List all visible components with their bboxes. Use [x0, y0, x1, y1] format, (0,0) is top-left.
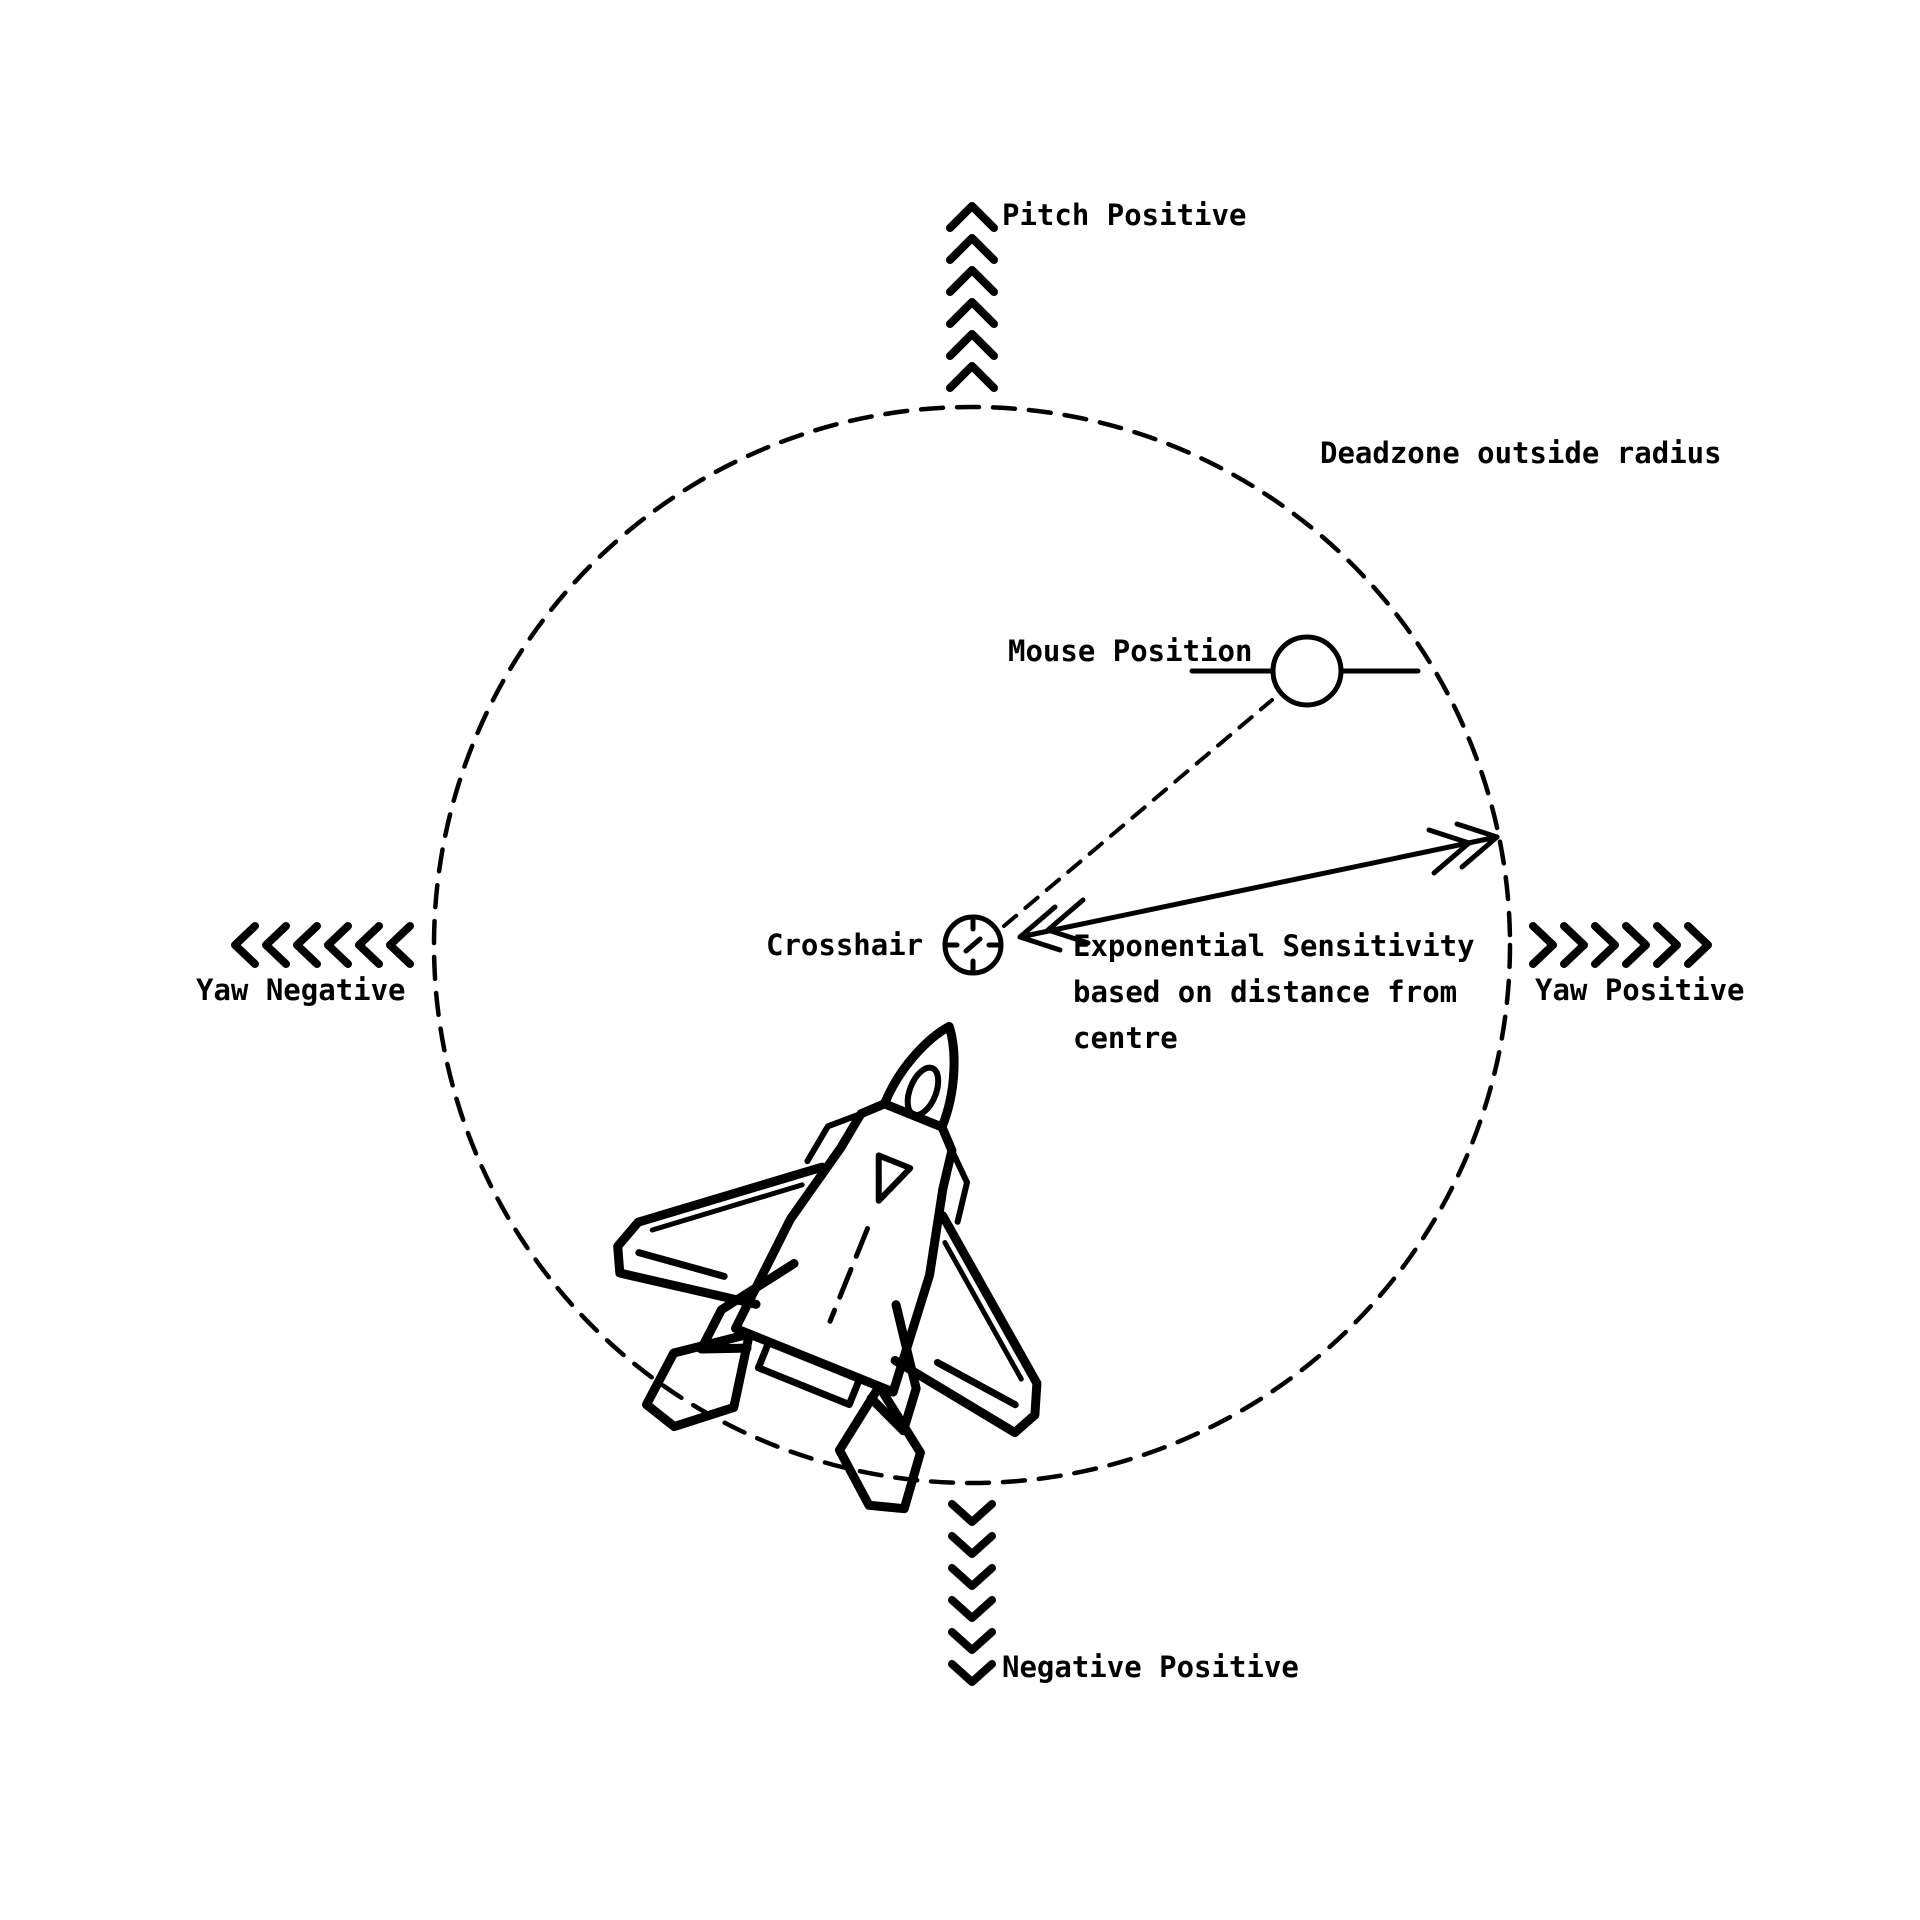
chevron-right-icon: [1622, 922, 1650, 968]
jet-tailfin-left: [696, 1259, 799, 1354]
chevron-right-icon: [1529, 922, 1557, 968]
jet-centerline: [827, 1226, 871, 1324]
sensitivity-arrow-shaft: [1017, 834, 1500, 940]
jet-intake-left: [804, 1110, 865, 1165]
chevron-left-icon: [262, 922, 290, 968]
chevron-left-icon: [293, 922, 321, 968]
chevron-down-icon: [948, 1564, 996, 1590]
crosshair-to-mouse-line: [1002, 698, 1274, 928]
chevron-up-icon: [946, 298, 998, 328]
pitch-positive-arrows: [946, 202, 998, 392]
chevron-down-icon: [948, 1532, 996, 1558]
arrowhead-right-icon: [1426, 827, 1472, 876]
sensitivity-label-line-1: Exponential Sensitivity: [1073, 929, 1475, 963]
jet-wing-right: [890, 1211, 1042, 1438]
jet-spine: [875, 1152, 914, 1204]
yaw-positive-arrows: [1529, 922, 1712, 968]
yaw-negative-label: Yaw Negative: [196, 973, 406, 1007]
pitch-positive-label: Pitch Positive: [1002, 198, 1246, 232]
yaw-positive-label: Yaw Positive: [1535, 973, 1745, 1007]
chevron-left-icon: [231, 922, 259, 968]
chevron-down-icon: [948, 1500, 996, 1526]
chevron-up-icon: [946, 330, 998, 360]
jet-canopy: [904, 1064, 942, 1119]
jet-stabilizer-right: [834, 1381, 925, 1514]
arrowhead-right-icon: [1454, 821, 1500, 870]
jet-wing-right-flap: [933, 1358, 1019, 1409]
mouse-position-icon: [1189, 634, 1421, 708]
chevron-right-icon: [1653, 922, 1681, 968]
fighter-jet-icon: [613, 1021, 1042, 1514]
chevron-left-icon: [386, 922, 414, 968]
chevron-right-icon: [1560, 922, 1588, 968]
chevron-right-icon: [1591, 922, 1619, 968]
chevron-up-icon: [946, 362, 998, 392]
deadzone-circle: [431, 404, 1513, 1486]
chevron-up-icon: [946, 202, 998, 232]
sensitivity-label-line-3: centre: [1073, 1021, 1178, 1055]
pitch-negative-label: Negative Positive: [1002, 1650, 1299, 1684]
mouse-circle: [1270, 634, 1344, 708]
jet-intake-right: [948, 1147, 971, 1225]
chevron-left-icon: [324, 922, 352, 968]
chevron-up-icon: [946, 234, 998, 264]
jet-wing-right-edge: [942, 1240, 1024, 1382]
chevron-down-icon: [948, 1628, 996, 1654]
crosshair-center-dash: [963, 936, 983, 954]
pitch-negative-arrows: [948, 1500, 996, 1686]
mouse-position-label: Mouse Position: [1008, 634, 1252, 668]
jet-tailfin-right: [866, 1300, 921, 1436]
crosshair-label: Crosshair: [766, 928, 923, 962]
chevron-down-icon: [948, 1660, 996, 1686]
jet-wing-left: [613, 1162, 827, 1309]
jet-nozzles: [754, 1338, 864, 1409]
deadzone-label: Deadzone outside radius: [1320, 436, 1722, 470]
yaw-negative-arrows: [231, 922, 414, 968]
chevron-down-icon: [948, 1596, 996, 1622]
crosshair-icon: [942, 914, 1004, 976]
arrowhead-left-icon: [1045, 897, 1091, 946]
chevron-up-icon: [946, 266, 998, 296]
jet-wing-left-flap: [635, 1249, 728, 1280]
chevron-right-icon: [1684, 922, 1712, 968]
jet-stabilizer-left: [641, 1329, 754, 1432]
jet-fuselage: [731, 1099, 957, 1397]
sensitivity-label-line-2: based on distance from: [1073, 975, 1457, 1009]
jet-wing-left-edge: [649, 1182, 805, 1233]
arrowhead-left-icon: [1017, 904, 1063, 953]
chevron-left-icon: [355, 922, 383, 968]
sensitivity-arrow: [1017, 821, 1500, 953]
